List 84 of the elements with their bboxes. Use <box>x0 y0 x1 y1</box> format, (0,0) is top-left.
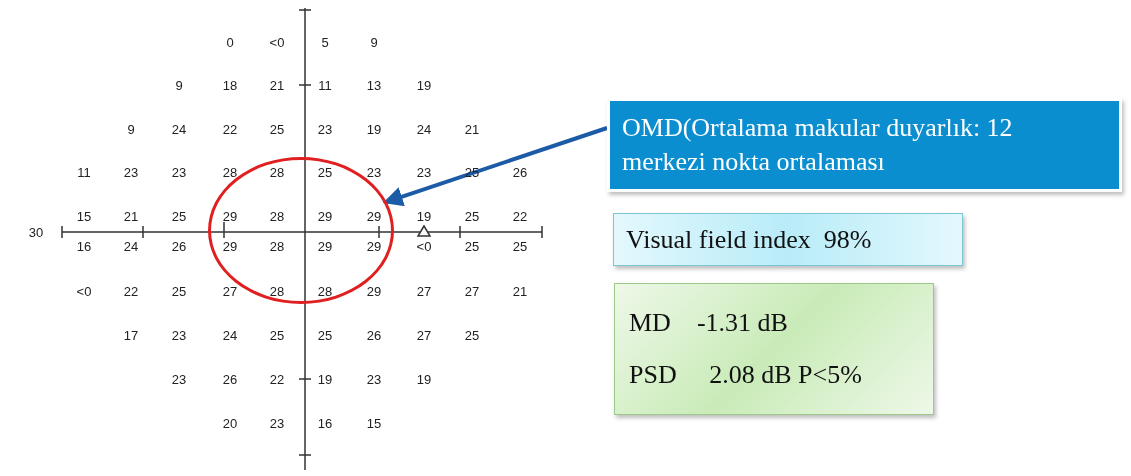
sensitivity-value: <0 <box>416 239 432 253</box>
sensitivity-value: 23 <box>366 372 382 386</box>
sensitivity-value: 27 <box>222 284 238 298</box>
sensitivity-value: 24 <box>416 122 432 136</box>
sensitivity-value: 26 <box>222 372 238 386</box>
sensitivity-value: 15 <box>366 416 382 430</box>
sensitivity-value: 22 <box>222 122 238 136</box>
sensitivity-value: 27 <box>416 284 432 298</box>
info-card <box>613 213 963 266</box>
card-text: Visual field index 98% <box>626 224 873 255</box>
sensitivity-value: 25 <box>171 209 187 223</box>
info-card <box>607 98 1122 192</box>
sensitivity-value: 17 <box>123 328 139 342</box>
sensitivity-value: 11 <box>77 165 91 179</box>
sensitivity-value: 28 <box>269 239 285 253</box>
sensitivity-value: 22 <box>269 372 285 386</box>
sensitivity-value: 25 <box>171 284 187 298</box>
sensitivity-value: 15 <box>76 209 92 223</box>
card-text: MD -1.31 dB <box>629 308 789 338</box>
sensitivity-value: 28 <box>269 165 285 179</box>
sensitivity-value: 23 <box>171 328 187 342</box>
sensitivity-value: 23 <box>171 165 187 179</box>
sensitivity-value: 19 <box>416 372 432 386</box>
sensitivity-value: 26 <box>171 239 187 253</box>
sensitivity-value: 19 <box>317 372 333 386</box>
sensitivity-value: 22 <box>123 284 139 298</box>
sensitivity-value: 23 <box>366 165 382 179</box>
sensitivity-value: 9 <box>127 122 135 136</box>
sensitivity-value: 20 <box>222 416 238 430</box>
sensitivity-value: 30 <box>28 225 44 239</box>
sensitivity-value: 11 <box>318 78 332 92</box>
sensitivity-value: 28 <box>222 165 238 179</box>
sensitivity-value: 19 <box>416 209 432 223</box>
sensitivity-value: 9 <box>175 78 183 92</box>
sensitivity-value: 21 <box>123 209 139 223</box>
sensitivity-value: 23 <box>269 416 285 430</box>
sensitivity-value: 27 <box>464 284 480 298</box>
sensitivity-value: 21 <box>512 284 528 298</box>
sensitivity-value: 27 <box>416 328 432 342</box>
sensitivity-value: <0 <box>76 284 92 298</box>
sensitivity-value: 25 <box>464 328 480 342</box>
sensitivity-value: 29 <box>317 209 333 223</box>
sensitivity-value: 0 <box>226 35 234 49</box>
sensitivity-value: 26 <box>366 328 382 342</box>
info-card <box>614 283 934 415</box>
highlight-ellipse <box>208 157 394 304</box>
sensitivity-value: 5 <box>321 35 329 49</box>
sensitivity-value: 29 <box>222 209 238 223</box>
sensitivity-value: 25 <box>464 209 480 223</box>
sensitivity-value: 25 <box>269 122 285 136</box>
sensitivity-value: 23 <box>123 165 139 179</box>
sensitivity-value: 21 <box>464 122 480 136</box>
sensitivity-value: 25 <box>512 239 528 253</box>
sensitivity-value: 29 <box>222 239 238 253</box>
sensitivity-value: 25 <box>269 328 285 342</box>
sensitivity-value: 28 <box>269 284 285 298</box>
sensitivity-value: 18 <box>222 78 238 92</box>
sensitivity-value: 28 <box>269 209 285 223</box>
sensitivity-value: 29 <box>366 284 382 298</box>
card-text: OMD(Ortalama makular duyarlık: 12 merkezi nokta ortalaması <box>622 112 1014 178</box>
sensitivity-value: 23 <box>416 165 432 179</box>
sensitivity-value: 19 <box>366 122 382 136</box>
sensitivity-value: 16 <box>317 416 333 430</box>
sensitivity-value: 22 <box>512 209 528 223</box>
card-text: PSD 2.08 dB P<5% <box>629 360 863 390</box>
sensitivity-value: 29 <box>317 239 333 253</box>
sensitivity-value: 9 <box>370 35 378 49</box>
sensitivity-value: 29 <box>366 239 382 253</box>
sensitivity-value: 19 <box>416 78 432 92</box>
sensitivity-value: 26 <box>512 165 528 179</box>
sensitivity-value: 23 <box>317 122 333 136</box>
sensitivity-value: 29 <box>366 209 382 223</box>
sensitivity-value: 24 <box>222 328 238 342</box>
sensitivity-value: 25 <box>317 328 333 342</box>
sensitivity-value: <0 <box>269 35 285 49</box>
sensitivity-value: 28 <box>317 284 333 298</box>
sensitivity-value: 21 <box>269 78 285 92</box>
sensitivity-value: 25 <box>464 239 480 253</box>
sensitivity-value: 13 <box>366 78 382 92</box>
sensitivity-value: 16 <box>76 239 92 253</box>
sensitivity-value: 25 <box>317 165 333 179</box>
axis-label: 24 <box>123 239 139 253</box>
sensitivity-value: 24 <box>171 122 187 136</box>
sensitivity-value: 23 <box>171 372 187 386</box>
